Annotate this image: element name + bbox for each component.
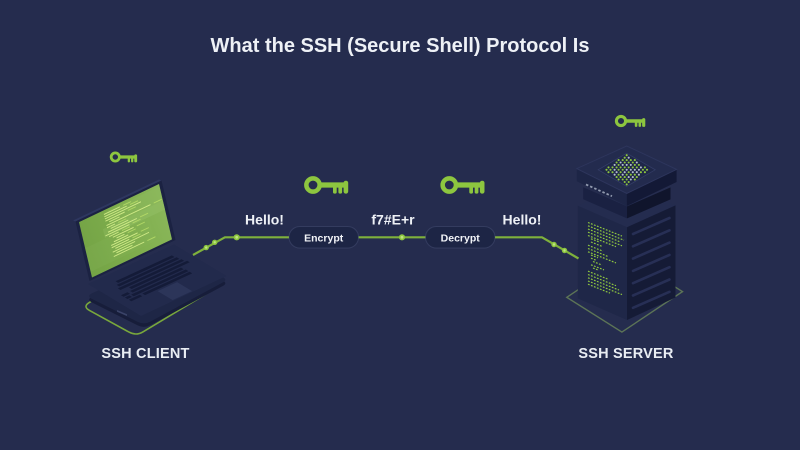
svg-text:SSH CLIENT: SSH CLIENT xyxy=(101,346,189,362)
svg-text:f7#E+r: f7#E+r xyxy=(371,212,415,228)
svg-text:Encrypt: Encrypt xyxy=(304,233,344,245)
svg-text:SSH SERVER: SSH SERVER xyxy=(578,346,674,362)
svg-text:Decrypt: Decrypt xyxy=(441,233,481,245)
svg-text:Hello!: Hello! xyxy=(245,212,284,228)
svg-text:What the SSH (Secure Shell) Pr: What the SSH (Secure Shell) Protocol Is xyxy=(211,35,590,57)
svg-text:Hello!: Hello! xyxy=(503,212,542,228)
